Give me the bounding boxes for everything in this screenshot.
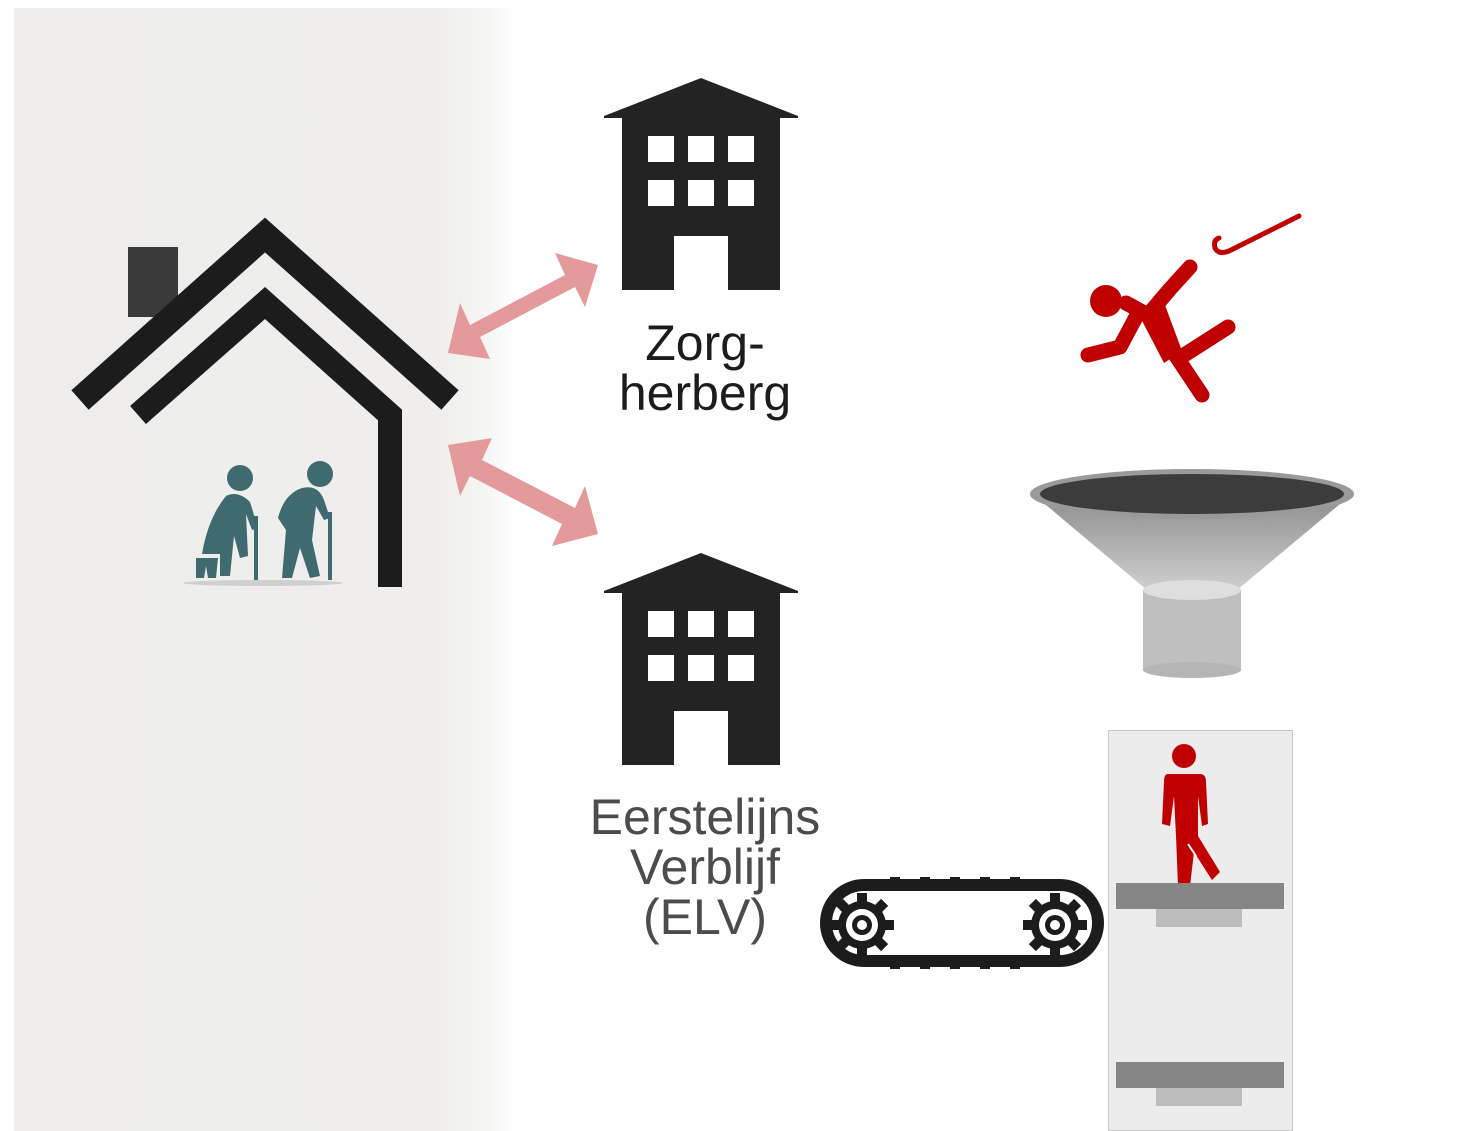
building-icon [604, 553, 798, 765]
building-icon [604, 78, 798, 290]
zorgherberg-label: Zorg- herberg [580, 318, 830, 418]
house-icon [71, 217, 459, 587]
shelf-icon [1116, 883, 1284, 927]
home-panel [14, 8, 514, 1131]
conveyor-belt-icon [820, 877, 1104, 969]
zorgherberg-label-line-1: Zorg- [645, 315, 765, 371]
elv-label: Eerstelijns Verblijf (ELV) [550, 792, 860, 942]
falling-person-icon [1080, 259, 1236, 403]
walking-person-icon [1162, 744, 1220, 886]
zorgherberg-label-line-2: herberg [618, 365, 792, 421]
double-arrow-icon [448, 253, 598, 359]
gear-icon [1023, 893, 1087, 957]
elv-label-line-2: Verblijf [629, 839, 781, 895]
shelf-icon [1116, 1062, 1284, 1106]
elv-label-line-3: (ELV) [642, 889, 768, 945]
double-arrow-icon [448, 438, 598, 546]
gear-icon [830, 893, 894, 957]
funnel-icon [1030, 469, 1354, 678]
cane-icon [1212, 213, 1302, 256]
elv-label-line-1: Eerstelijns [589, 789, 821, 845]
elderly-couple-icon [183, 461, 343, 586]
